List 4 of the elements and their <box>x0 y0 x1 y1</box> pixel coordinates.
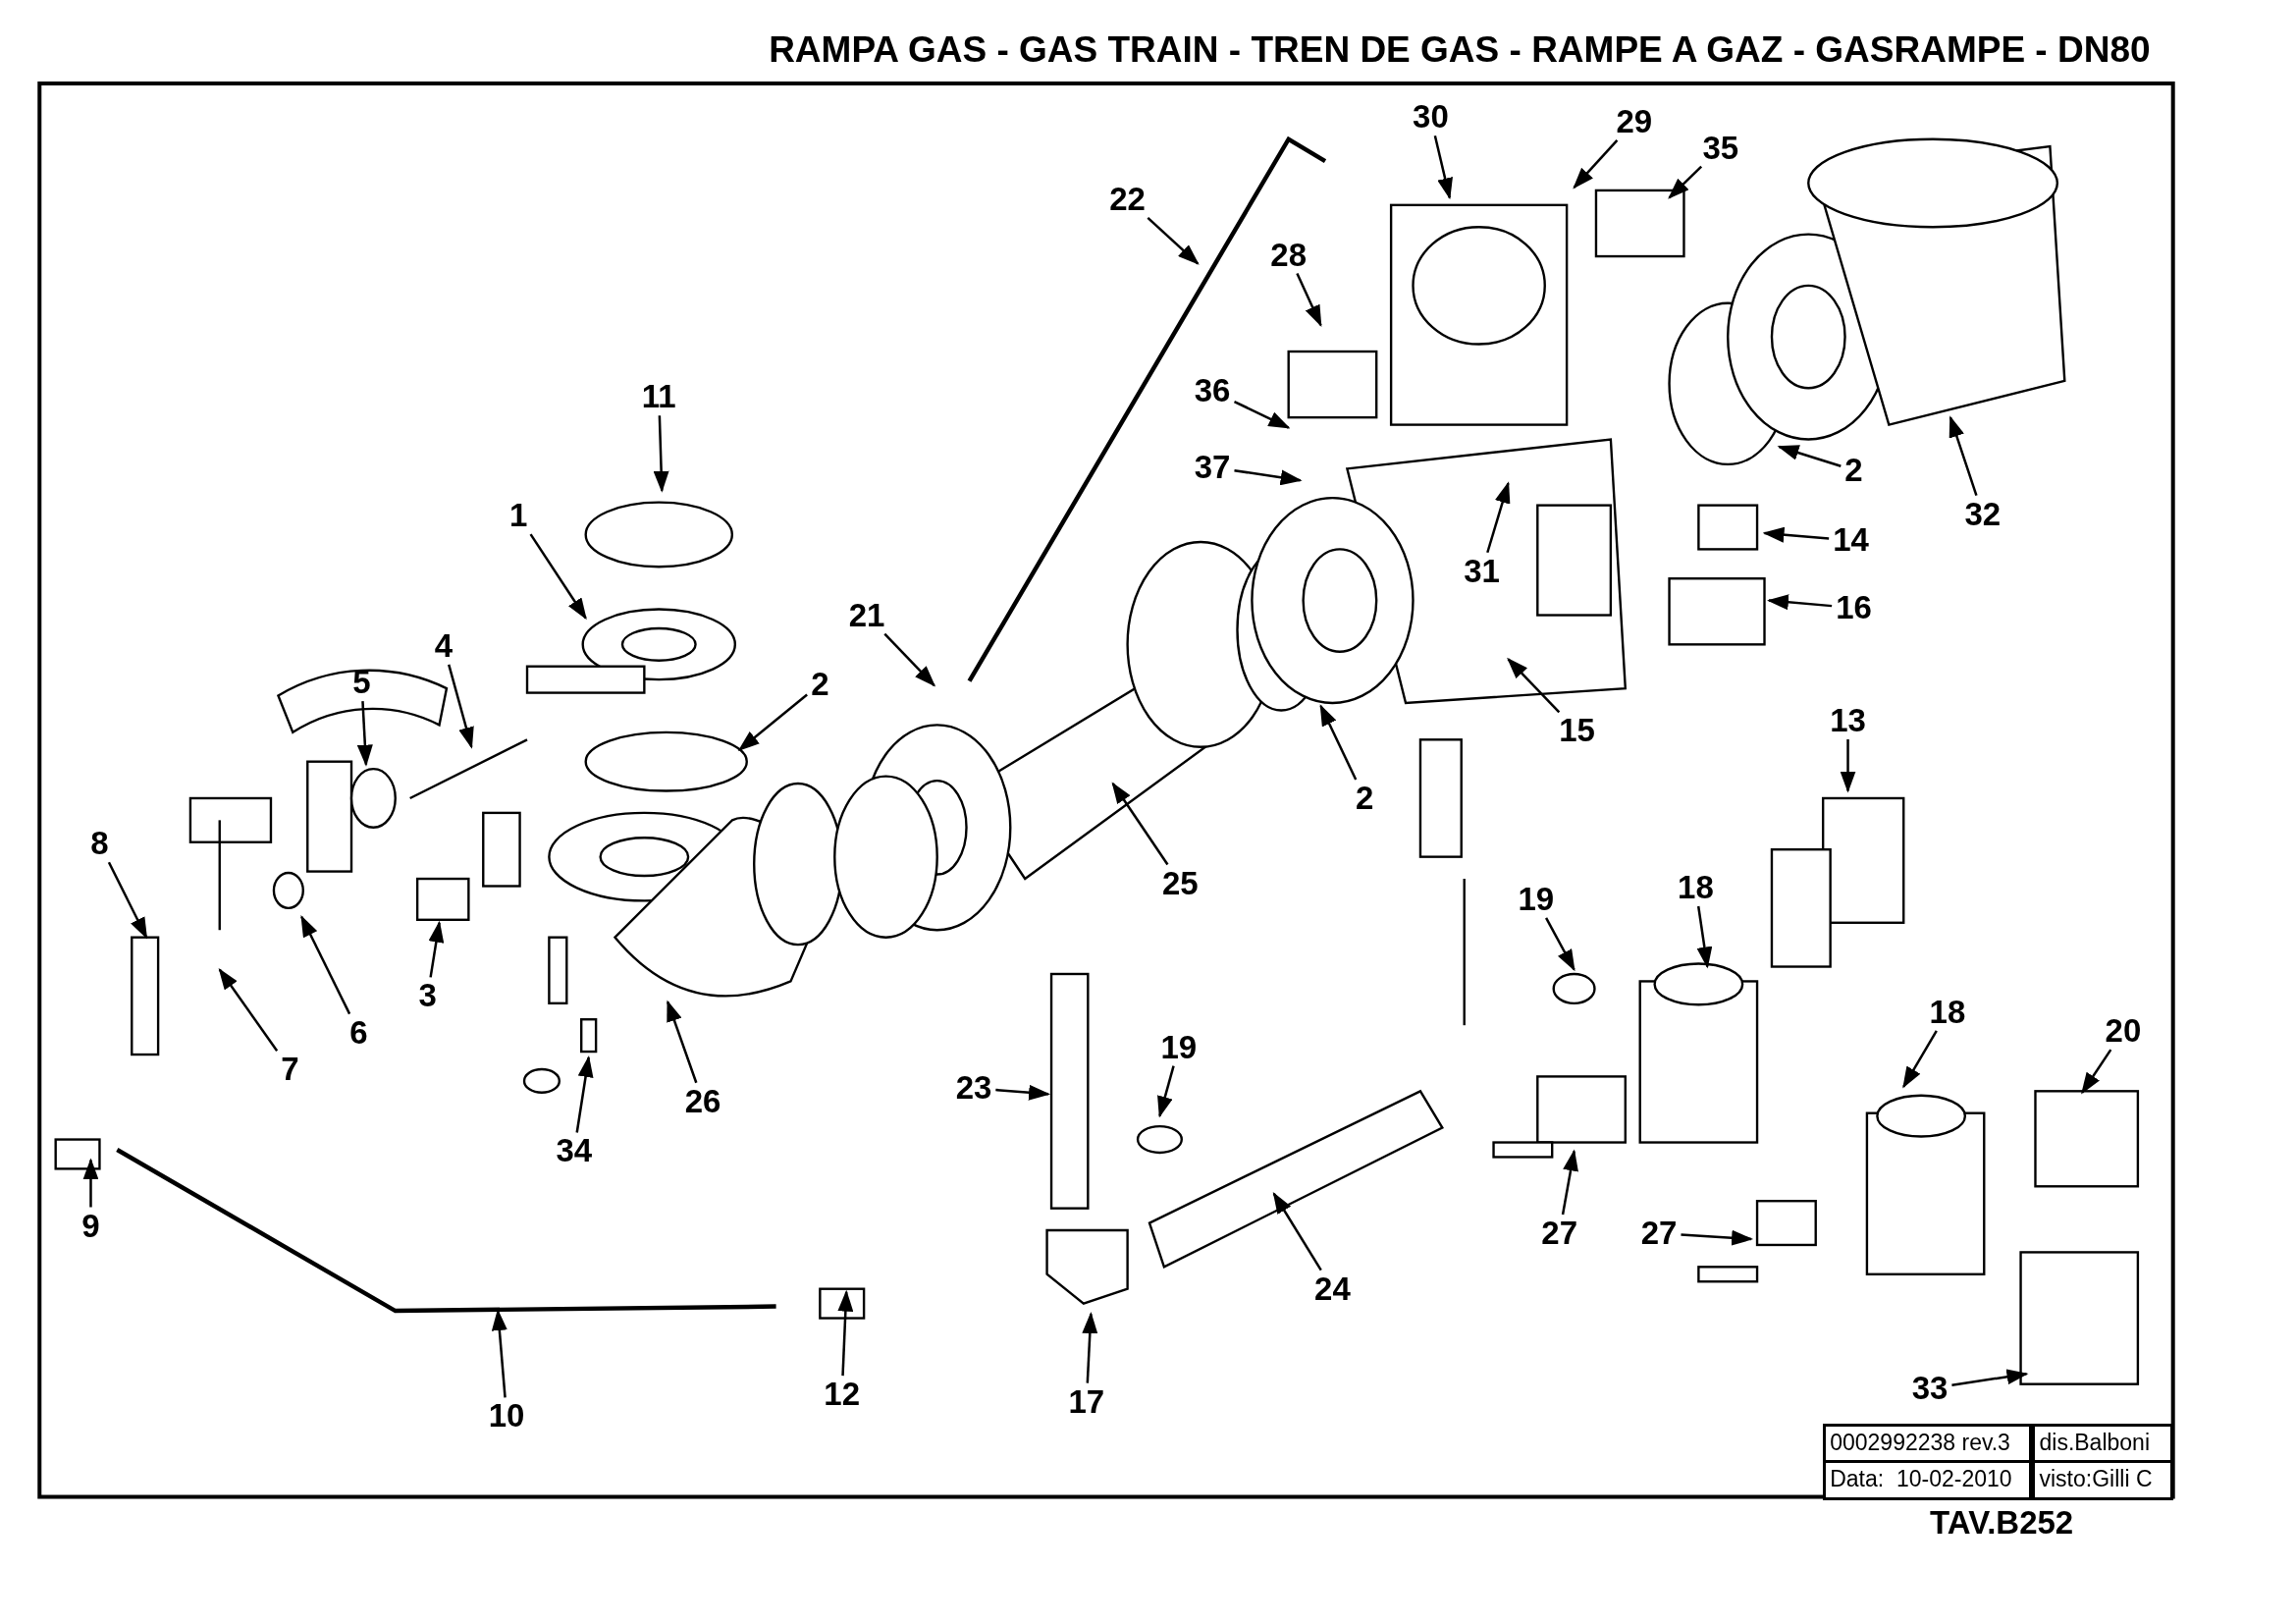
title-block-cell: Data: 10-02-2010 <box>1823 1460 2033 1500</box>
title: RAMPA GAS - GAS TRAIN - TREN DE GAS - RAMPE A GAZ - GASRAMPE - DN80 <box>769 28 2151 71</box>
drawing-number: TAV.B252 <box>1930 1504 2074 1542</box>
title-block-cell: visto:Gilli C <box>2032 1460 2173 1500</box>
